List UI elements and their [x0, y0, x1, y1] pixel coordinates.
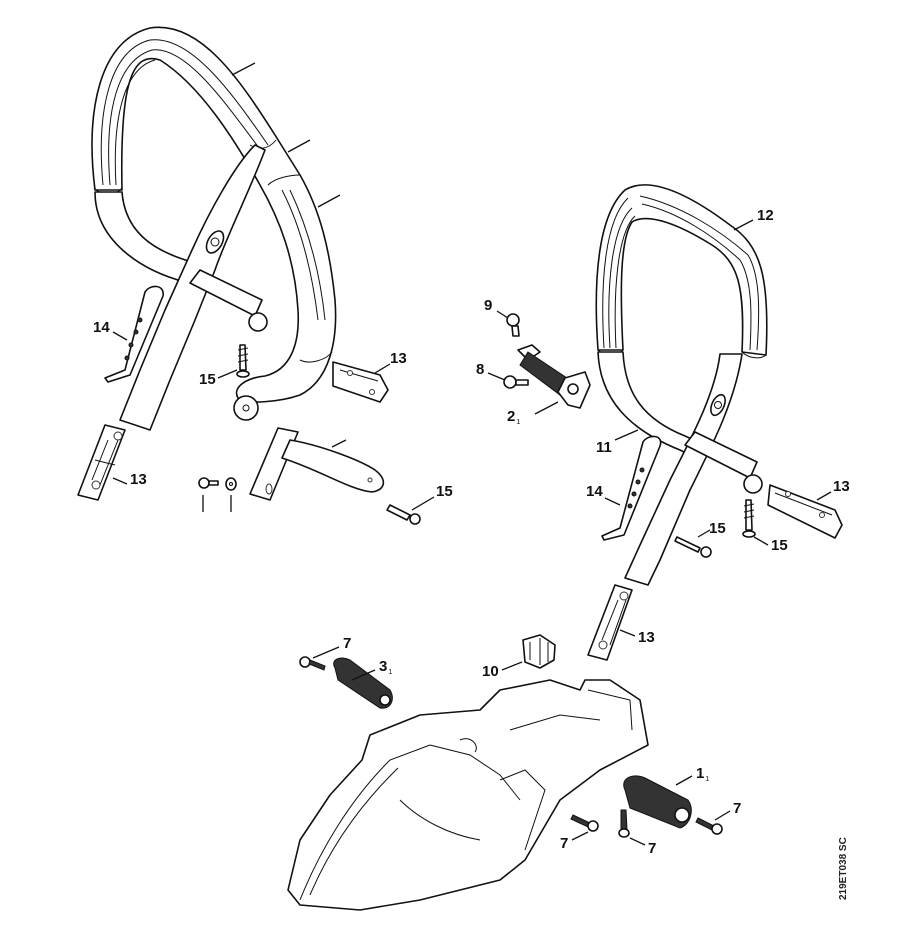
label-part-3: 31: [379, 658, 393, 676]
part-13-left-bottom: [77, 424, 126, 501]
left-handlebar: [91, 26, 337, 431]
label-part-8: 8: [476, 361, 485, 378]
part-10-buffer: [522, 634, 556, 669]
part-9-screw: [506, 313, 520, 337]
label-part-9: 9: [484, 297, 493, 314]
part-7-screw-top: [299, 656, 326, 671]
label-part-14-left: 14: [93, 319, 110, 336]
label-part-1-sub: 1: [705, 776, 710, 783]
bolt-washer-left: [198, 477, 237, 491]
part-8-screw: [503, 375, 529, 389]
lower-bracket: [249, 427, 385, 501]
part-15-right-screw-a: [674, 536, 712, 558]
label-part-13-left-top: 13: [390, 350, 407, 367]
part-7-screw-c: [695, 817, 723, 835]
label-part-2: 21: [507, 408, 521, 426]
part-13-right-top: [767, 484, 843, 539]
label-part-10: 10: [482, 663, 499, 680]
part-1-spring: [623, 775, 692, 829]
label-part-2-sub: 1: [516, 419, 521, 426]
part-14-left: [104, 285, 164, 383]
part-15-left-bottom-screw: [386, 504, 421, 525]
label-part-12: 12: [757, 207, 774, 224]
label-part-7-b: 7: [648, 840, 657, 857]
label-part-3-sub: 1: [388, 669, 393, 676]
leader-lines: [112, 62, 832, 846]
label-part-15-left: 15: [199, 371, 216, 388]
part-7-screw-b: [618, 809, 630, 838]
label-part-7-c: 7: [733, 800, 742, 817]
right-handlebar: [595, 184, 768, 586]
label-part-15-right-b: 15: [771, 537, 788, 554]
label-part-3-number: 3: [379, 658, 388, 675]
label-part-1: 11: [696, 765, 710, 783]
label-part-13-left-bottom: 13: [130, 471, 147, 488]
part-14-right: [601, 435, 662, 541]
label-part-14-right: 14: [586, 483, 603, 500]
part-2-av-element: [517, 344, 591, 409]
label-part-7-a: 7: [560, 835, 569, 852]
drawing-code: 219ET038 SC: [838, 837, 849, 900]
part-7-screw-a: [570, 814, 599, 832]
label-part-13-right-top: 13: [833, 478, 850, 495]
part-3-spring: [333, 657, 393, 709]
label-part-15-right-a: 15: [709, 520, 726, 537]
machine-housing: [287, 679, 649, 911]
part-13-right-bottom: [587, 584, 633, 661]
part-13-left-top: [332, 361, 389, 403]
label-part-15-left-bottom: 15: [436, 483, 453, 500]
label-part-2-number: 2: [507, 408, 516, 425]
label-part-1-number: 1: [696, 765, 705, 782]
label-part-11: 11: [596, 439, 612, 456]
part-15-right-screw-b: [742, 499, 756, 538]
label-part-13-right-bottom: 13: [638, 629, 655, 646]
label-part-7-top: 7: [343, 635, 352, 652]
part-15-left-screw: [236, 344, 250, 378]
